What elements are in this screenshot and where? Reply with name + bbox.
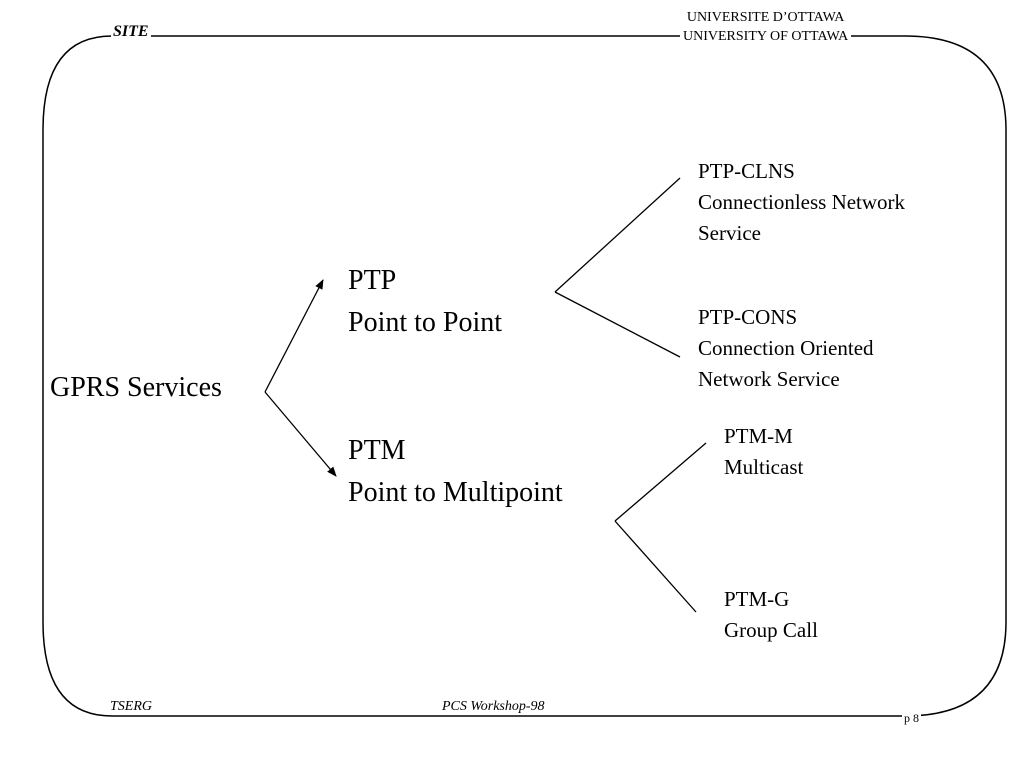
branch-ptp-to-clns [554,177,681,293]
node-ptm-groupcall-line2: Group Call [724,618,818,642]
node-ptm-groupcall-line1: PTM-G [724,587,790,611]
site-label: SITE [111,23,151,42]
node-ptm-title: PTM [348,435,406,466]
node-ptp-cons-line1: PTP-CONS [698,305,798,329]
node-ptp-clns-line1: PTP-CLNS [698,159,795,183]
node-ptp-cons-line3: Network Service [698,367,840,391]
node-ptp: PTP Point to Point [348,260,502,344]
page-number: p 8 [902,711,921,726]
branch-ptm-to-multicast [614,442,707,522]
branch-ptm-to-groupcall [614,520,697,613]
node-ptp-title: PTP [348,265,397,296]
node-gprs-services: GPRS Services [50,372,222,403]
node-ptm-subtitle: Point to Multipoint [348,477,563,508]
node-ptm-multicast: PTM-M Multicast [724,421,803,483]
footer-left-label: TSERG [108,699,154,716]
node-ptp-cons-line2: Connection Oriented [698,336,874,360]
node-ptp-subtitle: Point to Point [348,307,503,338]
university-name-fr: UNIVERSITE D’OTTAWA [686,10,845,25]
node-ptm-groupcall: PTM-G Group Call [724,584,818,646]
footer-center-label: PCS Workshop-98 [440,699,547,716]
university-name: UNIVERSITE D’OTTAWA UNIVERSITY OF OTTAWA [680,8,852,46]
node-ptm: PTM Point to Multipoint [348,430,563,514]
node-ptm-multicast-line2: Multicast [724,455,804,479]
arrow-root-to-ptm [264,391,337,477]
node-ptp-clns-line3: Service [698,221,761,245]
arrow-root-to-ptp [264,279,324,393]
node-ptp-clns-line2: Connectionless Network [698,190,906,214]
node-ptp-clns: PTP-CLNS Connectionless Network Service [698,156,905,249]
branch-ptp-to-cons [554,291,681,358]
node-ptp-cons: PTP-CONS Connection Oriented Network Ser… [698,302,874,395]
node-ptm-multicast-line1: PTM-M [724,424,793,448]
university-name-en: UNIVERSITY OF OTTAWA [683,29,849,44]
